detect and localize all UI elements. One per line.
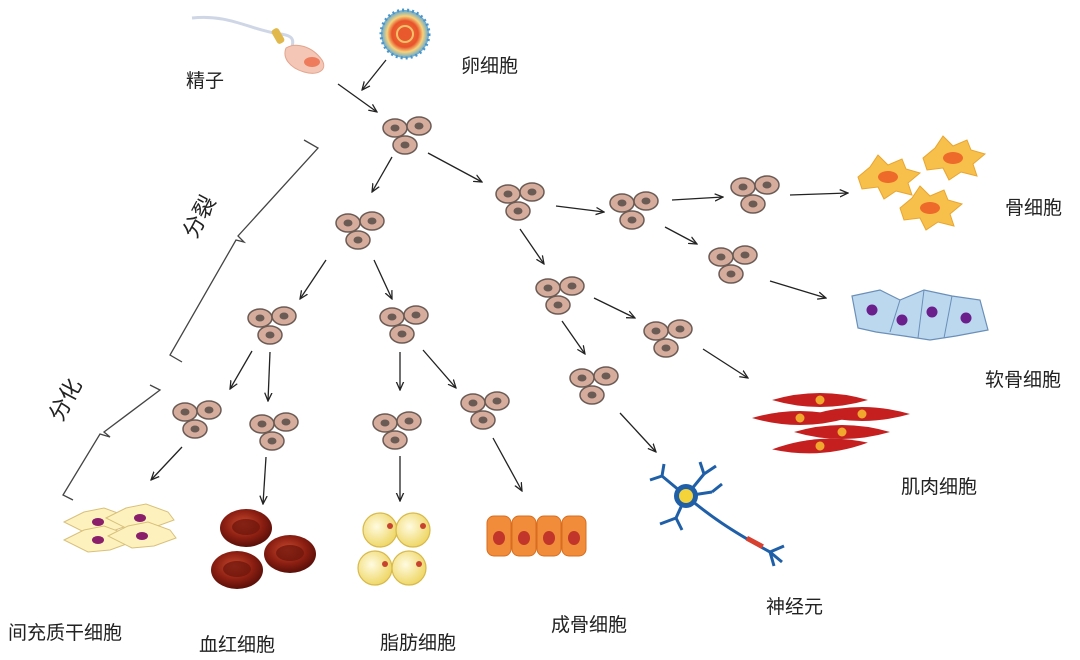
- osteoblast-cells-illustration: [486, 515, 587, 557]
- msc-label: 间充质干细胞: [8, 622, 123, 644]
- bone-cell-label: 骨细胞: [1005, 197, 1063, 219]
- division-bracket: [169, 139, 320, 363]
- sperm-illustration: [191, 15, 325, 74]
- egg-cell-label: 卵细胞: [461, 55, 519, 77]
- neuron-label: 神经元: [766, 596, 824, 618]
- cartilage-cell-label: 软骨细胞: [985, 369, 1062, 391]
- fat-cells-illustration: [357, 512, 431, 586]
- cartilage-cells-illustration: [851, 289, 989, 341]
- fat-cell-label: 脂肪细胞: [380, 632, 457, 654]
- arrows: [151, 59, 848, 504]
- msc-cells-illustration: [63, 503, 177, 553]
- bone-cells-illustration: [857, 135, 986, 231]
- muscle-cells-illustration: [752, 393, 910, 457]
- red-blood-cell-label: 血红细胞: [199, 634, 276, 656]
- muscle-cell-label: 肌肉细胞: [901, 476, 978, 498]
- differentiation-bracket: [62, 384, 162, 501]
- egg-cell-illustration: [379, 8, 431, 60]
- neuron-illustration: [649, 461, 785, 567]
- dividing-cell-clusters: [172, 116, 780, 451]
- osteoblast-label: 成骨细胞: [551, 614, 628, 636]
- sperm-label: 精子: [186, 70, 225, 92]
- red-blood-cells-illustration: [211, 509, 316, 589]
